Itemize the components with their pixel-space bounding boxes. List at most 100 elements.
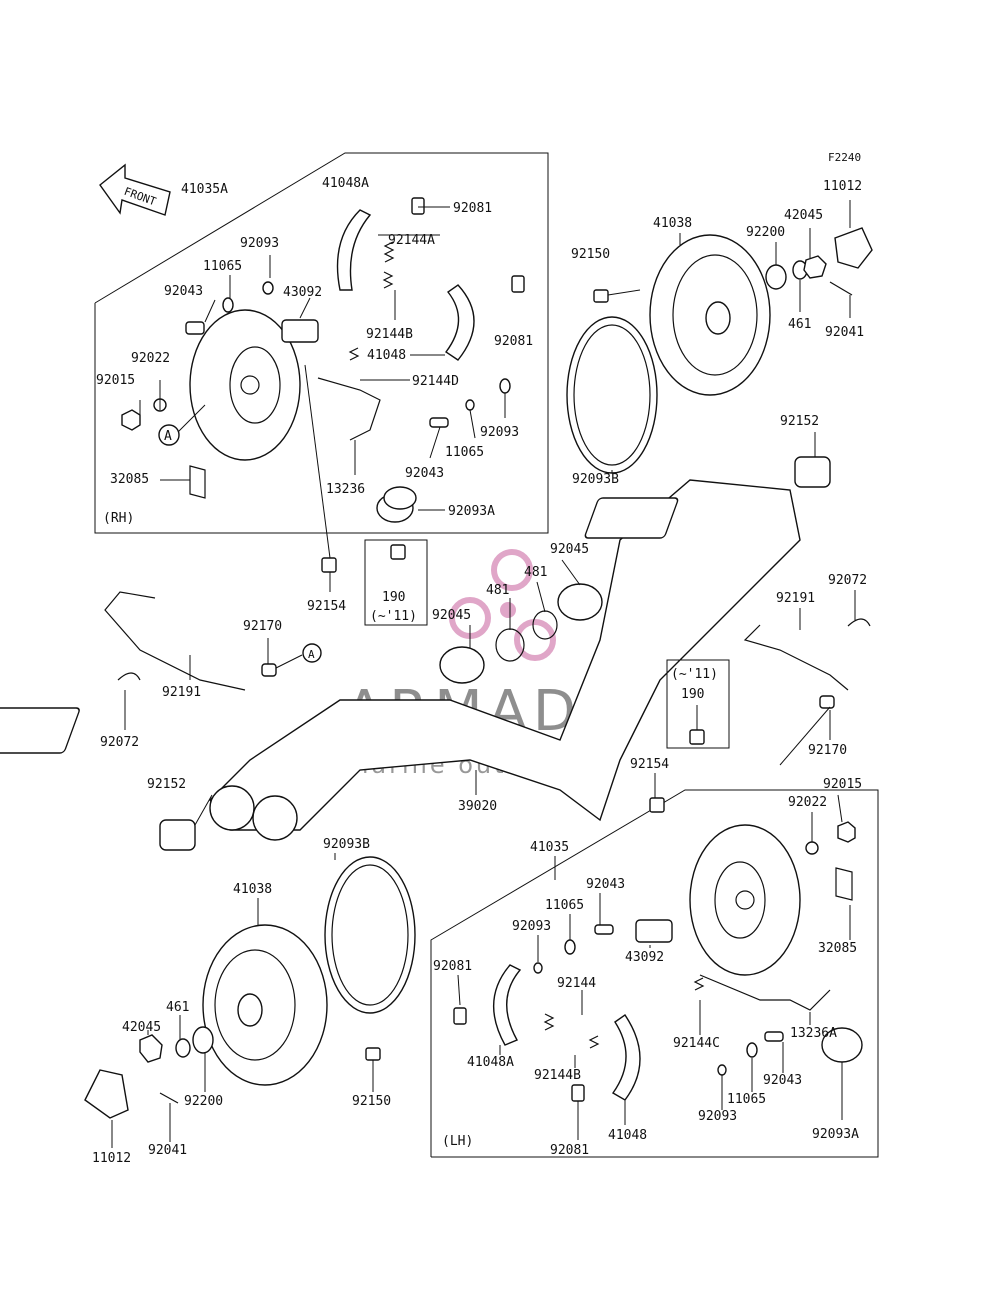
part-label: 481 — [486, 583, 509, 598]
part-label: 43092 — [283, 285, 322, 300]
rh-clip-32085 — [189, 465, 206, 499]
part-label: A — [308, 648, 315, 661]
part-label: 92043 — [586, 877, 625, 892]
part-labels: F2240 41035A 41048A 92081 92093 92144A 1… — [92, 151, 867, 1166]
part-label: 92200 — [184, 1094, 223, 1109]
rh-brake-shoe-lower — [444, 284, 475, 361]
part-label: 92144B — [534, 1068, 581, 1083]
part-label: 92150 — [352, 1094, 391, 1109]
part-label: 92152 — [147, 777, 186, 792]
part-label: 92170 — [243, 619, 282, 634]
part-label: 92191 — [162, 685, 201, 700]
part-label: 41048A — [322, 176, 369, 191]
variant-note-left: (~'11) — [370, 609, 417, 624]
part-label: 11012 — [823, 179, 862, 194]
variant-note-right: (~'11) — [671, 667, 718, 682]
part-label: 11065 — [727, 1092, 766, 1107]
part-label: 92191 — [776, 591, 815, 606]
part-label: 13236 — [326, 482, 365, 497]
section-label-lh: (LH) — [442, 1134, 473, 1149]
part-label: 41035 — [530, 840, 569, 855]
part-label: 92043 — [763, 1073, 802, 1088]
part-label: 11065 — [445, 445, 484, 460]
rh-boot — [376, 486, 417, 523]
part-label: 41048A — [467, 1055, 514, 1070]
part-label: 92093 — [512, 919, 551, 934]
part-label: 481 — [524, 565, 547, 580]
part-label: 92154 — [307, 599, 346, 614]
rear-axle-housing — [0, 479, 801, 841]
part-label: 190 — [681, 687, 704, 702]
bushings — [159, 456, 831, 851]
part-label: 92093 — [480, 425, 519, 440]
front-arrow-icon: FRONT — [99, 163, 171, 216]
part-label: 92022 — [788, 795, 827, 810]
brake-drum-top — [649, 234, 771, 396]
part-label: 92200 — [746, 225, 785, 240]
part-label: 41035A — [181, 182, 228, 197]
part-label: 92081 — [433, 959, 472, 974]
lh-brake-shoe-lower — [611, 1014, 641, 1101]
lh-lever — [699, 974, 831, 1011]
rh-wheel-cylinder — [281, 319, 319, 343]
part-label: 190 — [382, 590, 405, 605]
brake-drum-bottom — [202, 924, 328, 1086]
part-label: 92152 — [780, 414, 819, 429]
part-label: 92041 — [825, 325, 864, 340]
part-label: 41048 — [608, 1128, 647, 1143]
part-label: 92093A — [448, 504, 495, 519]
part-label: 92150 — [571, 247, 610, 262]
rh-lever — [317, 377, 381, 441]
hub-parts-bottom — [84, 1026, 381, 1119]
part-label: 42045 — [122, 1020, 161, 1035]
variant-boxes — [364, 539, 730, 749]
lh-wheel-cylinder — [635, 919, 673, 943]
part-label: 92022 — [131, 351, 170, 366]
part-label: 92093A — [812, 1127, 859, 1142]
rh-brake-shoe-upper — [336, 209, 372, 291]
part-label: 43092 — [625, 950, 664, 965]
part-label: 92041 — [148, 1143, 187, 1158]
lh-backing-plate — [689, 824, 801, 976]
part-label: 39020 — [458, 799, 497, 814]
part-label: A — [164, 429, 172, 444]
rh-backing-plate — [189, 309, 301, 461]
part-label: 92093B — [323, 837, 370, 852]
part-label: 11065 — [545, 898, 584, 913]
part-label: 41038 — [233, 882, 272, 897]
part-label: 92144A — [388, 233, 435, 248]
lh-small-parts — [453, 821, 856, 1102]
part-label: 41038 — [653, 216, 692, 231]
part-label: 92170 — [808, 743, 847, 758]
part-label: 92081 — [453, 201, 492, 216]
section-label-rh: (RH) — [103, 511, 134, 526]
part-label: 11065 — [203, 259, 242, 274]
part-label: 92144 — [557, 976, 596, 991]
part-label: 92081 — [550, 1143, 589, 1158]
part-label: 92072 — [828, 573, 867, 588]
leader-lines — [111, 200, 856, 1148]
part-label: 92045 — [432, 608, 471, 623]
part-label: 92144C — [673, 1036, 720, 1051]
part-label: 92043 — [164, 284, 203, 299]
part-label: 461 — [788, 317, 811, 332]
part-label: 92154 — [630, 757, 669, 772]
part-label: 41048 — [367, 348, 406, 363]
drum-seal-top — [566, 316, 658, 474]
lh-clip-32085 — [835, 867, 853, 901]
part-label: 92093 — [698, 1109, 737, 1124]
part-label: 461 — [166, 1000, 189, 1015]
part-label: 92043 — [405, 466, 444, 481]
part-label: 92081 — [494, 334, 533, 349]
part-label: 42045 — [784, 208, 823, 223]
part-label: 11012 — [92, 1151, 131, 1166]
lh-section-box — [430, 789, 879, 1158]
part-label: 92144D — [412, 374, 459, 389]
part-label: 92144B — [366, 327, 413, 342]
breather-hoses — [104, 591, 871, 709]
part-label: 92045 — [550, 542, 589, 557]
part-label: 92015 — [823, 777, 862, 792]
drum-seal-bottom — [324, 856, 416, 1014]
part-label: 92093B — [572, 472, 619, 487]
